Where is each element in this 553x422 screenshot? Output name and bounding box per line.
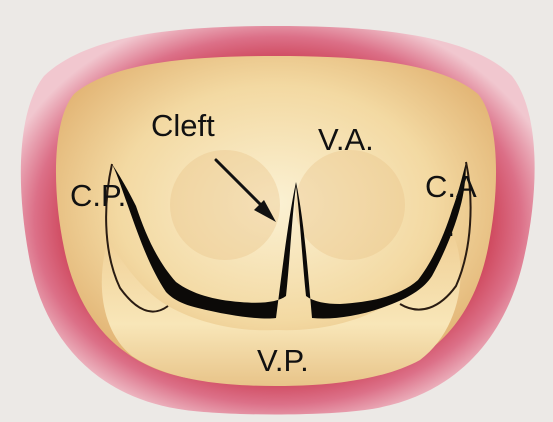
label-posterior-valve: V.P. bbox=[257, 345, 309, 376]
label-posterior-commissure: C.P. bbox=[70, 180, 126, 211]
label-anterior-commissure: C.A . bbox=[425, 168, 477, 246]
label-anterior-valve: V.A. bbox=[318, 124, 374, 155]
leaflet-shade-right bbox=[295, 150, 405, 260]
label-cleft: Cleft bbox=[151, 110, 215, 141]
